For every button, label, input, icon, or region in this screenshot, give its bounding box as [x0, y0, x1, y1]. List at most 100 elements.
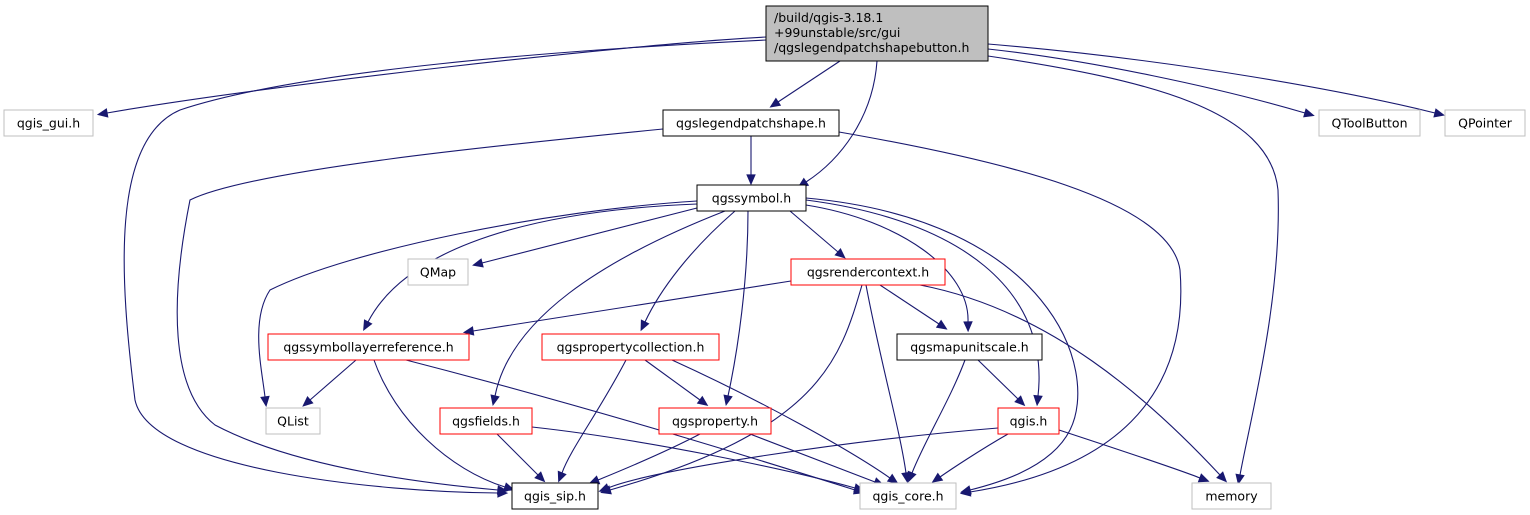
node-qgssymbollayerreference[interactable]: qgssymbollayerreference.h	[267, 333, 470, 361]
node-qgssymbol[interactable]: qgssymbol.h	[696, 184, 807, 212]
edge-line	[805, 199, 1040, 397]
node-qgsproperty[interactable]: qgsproperty.h	[658, 407, 772, 435]
arrowhead	[696, 395, 709, 407]
node-qgis_gui[interactable]: qgis_gui.h	[3, 109, 94, 137]
node-box	[511, 482, 599, 510]
node-qgis_sip[interactable]: qgis_sip.h	[511, 482, 599, 510]
edge-qgsmapunitscale-to-qgis	[977, 359, 1026, 407]
edge-qgsrendercontext-to-qgis_core	[865, 284, 911, 484]
arrowhead	[723, 394, 733, 407]
edge-line	[561, 359, 627, 474]
edge-line	[789, 210, 839, 253]
edge-line	[258, 200, 698, 398]
node-qgsmapunitscale[interactable]: qgsmapunitscale.h	[896, 333, 1043, 361]
node-memory[interactable]: memory	[1191, 482, 1272, 510]
node-label: QList	[277, 414, 309, 429]
arrowhead	[886, 473, 899, 484]
node-label-line: +99unstable/src/gui	[774, 25, 900, 40]
edge-line	[879, 284, 940, 325]
edge-qgspropertycollection-to-qgis_sip	[557, 359, 627, 483]
edge-qgssymbol-to-qgspropertycollection	[640, 210, 736, 332]
node-qmap[interactable]: QMap	[407, 258, 469, 286]
edge-qgsproperty-to-qgis_sip	[588, 433, 701, 485]
edge-line	[805, 204, 969, 323]
edge-line	[644, 210, 736, 323]
edge-root-to-qgslegendpatchshape	[769, 60, 841, 108]
edge-line	[977, 359, 1019, 400]
arrowhead	[1216, 471, 1228, 483]
arrowhead	[1033, 394, 1043, 407]
node-qlist[interactable]: QList	[265, 407, 321, 435]
edge-qgis-to-memory	[1058, 429, 1210, 483]
edge-line	[644, 359, 701, 401]
node-label: qgis.h	[1010, 414, 1048, 429]
node-label: qgssymbollayerreference.h	[283, 340, 453, 355]
node-qgis_core[interactable]: qgis_core.h	[859, 482, 957, 510]
edge-qgspropertycollection-to-qgsproperty	[644, 359, 709, 407]
arrowhead	[260, 395, 270, 408]
node-qgsfields[interactable]: qgsfields.h	[439, 407, 533, 435]
node-root[interactable]: /build/qgis-3.18.1+99unstable/src/gui/qg…	[765, 5, 989, 62]
arrowhead	[490, 394, 500, 407]
edge-line	[176, 128, 664, 491]
node-box	[3, 109, 94, 137]
edge-line	[472, 280, 792, 332]
edge-line	[777, 60, 841, 103]
node-layer: /build/qgis-3.18.1+99unstable/src/gui/qg…	[3, 5, 1526, 510]
edge-qgis-to-qgis_core	[931, 433, 1009, 483]
arrowhead	[557, 470, 567, 483]
arrowhead	[935, 319, 948, 330]
edge-qgssymbol-to-qgsproperty	[723, 210, 749, 407]
arrowhead	[1433, 108, 1445, 118]
node-qgslegendpatchshape[interactable]: qgslegendpatchshape.h	[662, 109, 840, 137]
node-label: qgis_sip.h	[524, 489, 586, 504]
edge-line	[106, 36, 767, 114]
edge-line	[496, 433, 539, 476]
edge-root-to-qtoolbutton	[987, 48, 1315, 118]
edge-qgsrendercontext-to-qgsmapunitscale	[879, 284, 948, 330]
arrowhead	[472, 258, 484, 268]
arrowhead	[907, 470, 917, 483]
node-qtoolbutton[interactable]: QToolButton	[1318, 109, 1421, 137]
edge-qgslegendpatchshape-to-qgssymbol	[746, 136, 756, 186]
arrowhead	[960, 485, 972, 495]
edge-layer	[96, 36, 1445, 498]
edge-line	[727, 210, 749, 397]
node-label: qgsfields.h	[452, 414, 520, 429]
edge-qgssymbol-to-qmap	[472, 207, 698, 268]
node-box	[658, 407, 772, 435]
node-label: qgsmapunitscale.h	[910, 340, 1028, 355]
edge-qgspropertycollection-to-qgis_core	[671, 359, 899, 484]
node-box	[541, 333, 720, 361]
node-label: qgssymbol.h	[712, 191, 791, 206]
edge-line	[865, 284, 907, 474]
node-box	[696, 184, 807, 212]
node-qgsrendercontext[interactable]: qgsrendercontext.h	[790, 258, 946, 286]
edge-line	[1058, 429, 1201, 479]
arrowhead	[302, 395, 314, 407]
edge-line	[919, 284, 1221, 476]
edge-line	[987, 43, 1436, 114]
edge-qgssymbol-to-qgsrendercontext	[789, 210, 846, 259]
edge-qgssymbol-to-qgis_core	[805, 197, 1079, 495]
arrowhead	[931, 472, 944, 483]
node-box	[662, 109, 840, 137]
edge-qgssymbol-to-qgis	[805, 199, 1043, 407]
edge-line	[987, 48, 1306, 114]
node-label: qgsrendercontext.h	[807, 265, 929, 280]
edge-line	[911, 359, 966, 474]
arrowhead	[1303, 108, 1315, 118]
edge-qgssymbol-to-qlist	[258, 200, 698, 408]
node-qpointer[interactable]: QPointer	[1444, 109, 1526, 137]
arrowhead	[496, 485, 509, 495]
edge-qgssymbol-to-qgssymbollayerreference	[363, 203, 698, 331]
node-box	[896, 333, 1043, 361]
edge-root-to-memory	[987, 55, 1279, 486]
node-box	[439, 407, 533, 435]
node-box	[859, 482, 957, 510]
node-label: qgis_gui.h	[17, 116, 80, 131]
node-qgspropertycollection[interactable]: qgspropertycollection.h	[541, 333, 720, 361]
edge-line	[367, 203, 698, 323]
node-qgis[interactable]: qgis.h	[997, 407, 1060, 435]
